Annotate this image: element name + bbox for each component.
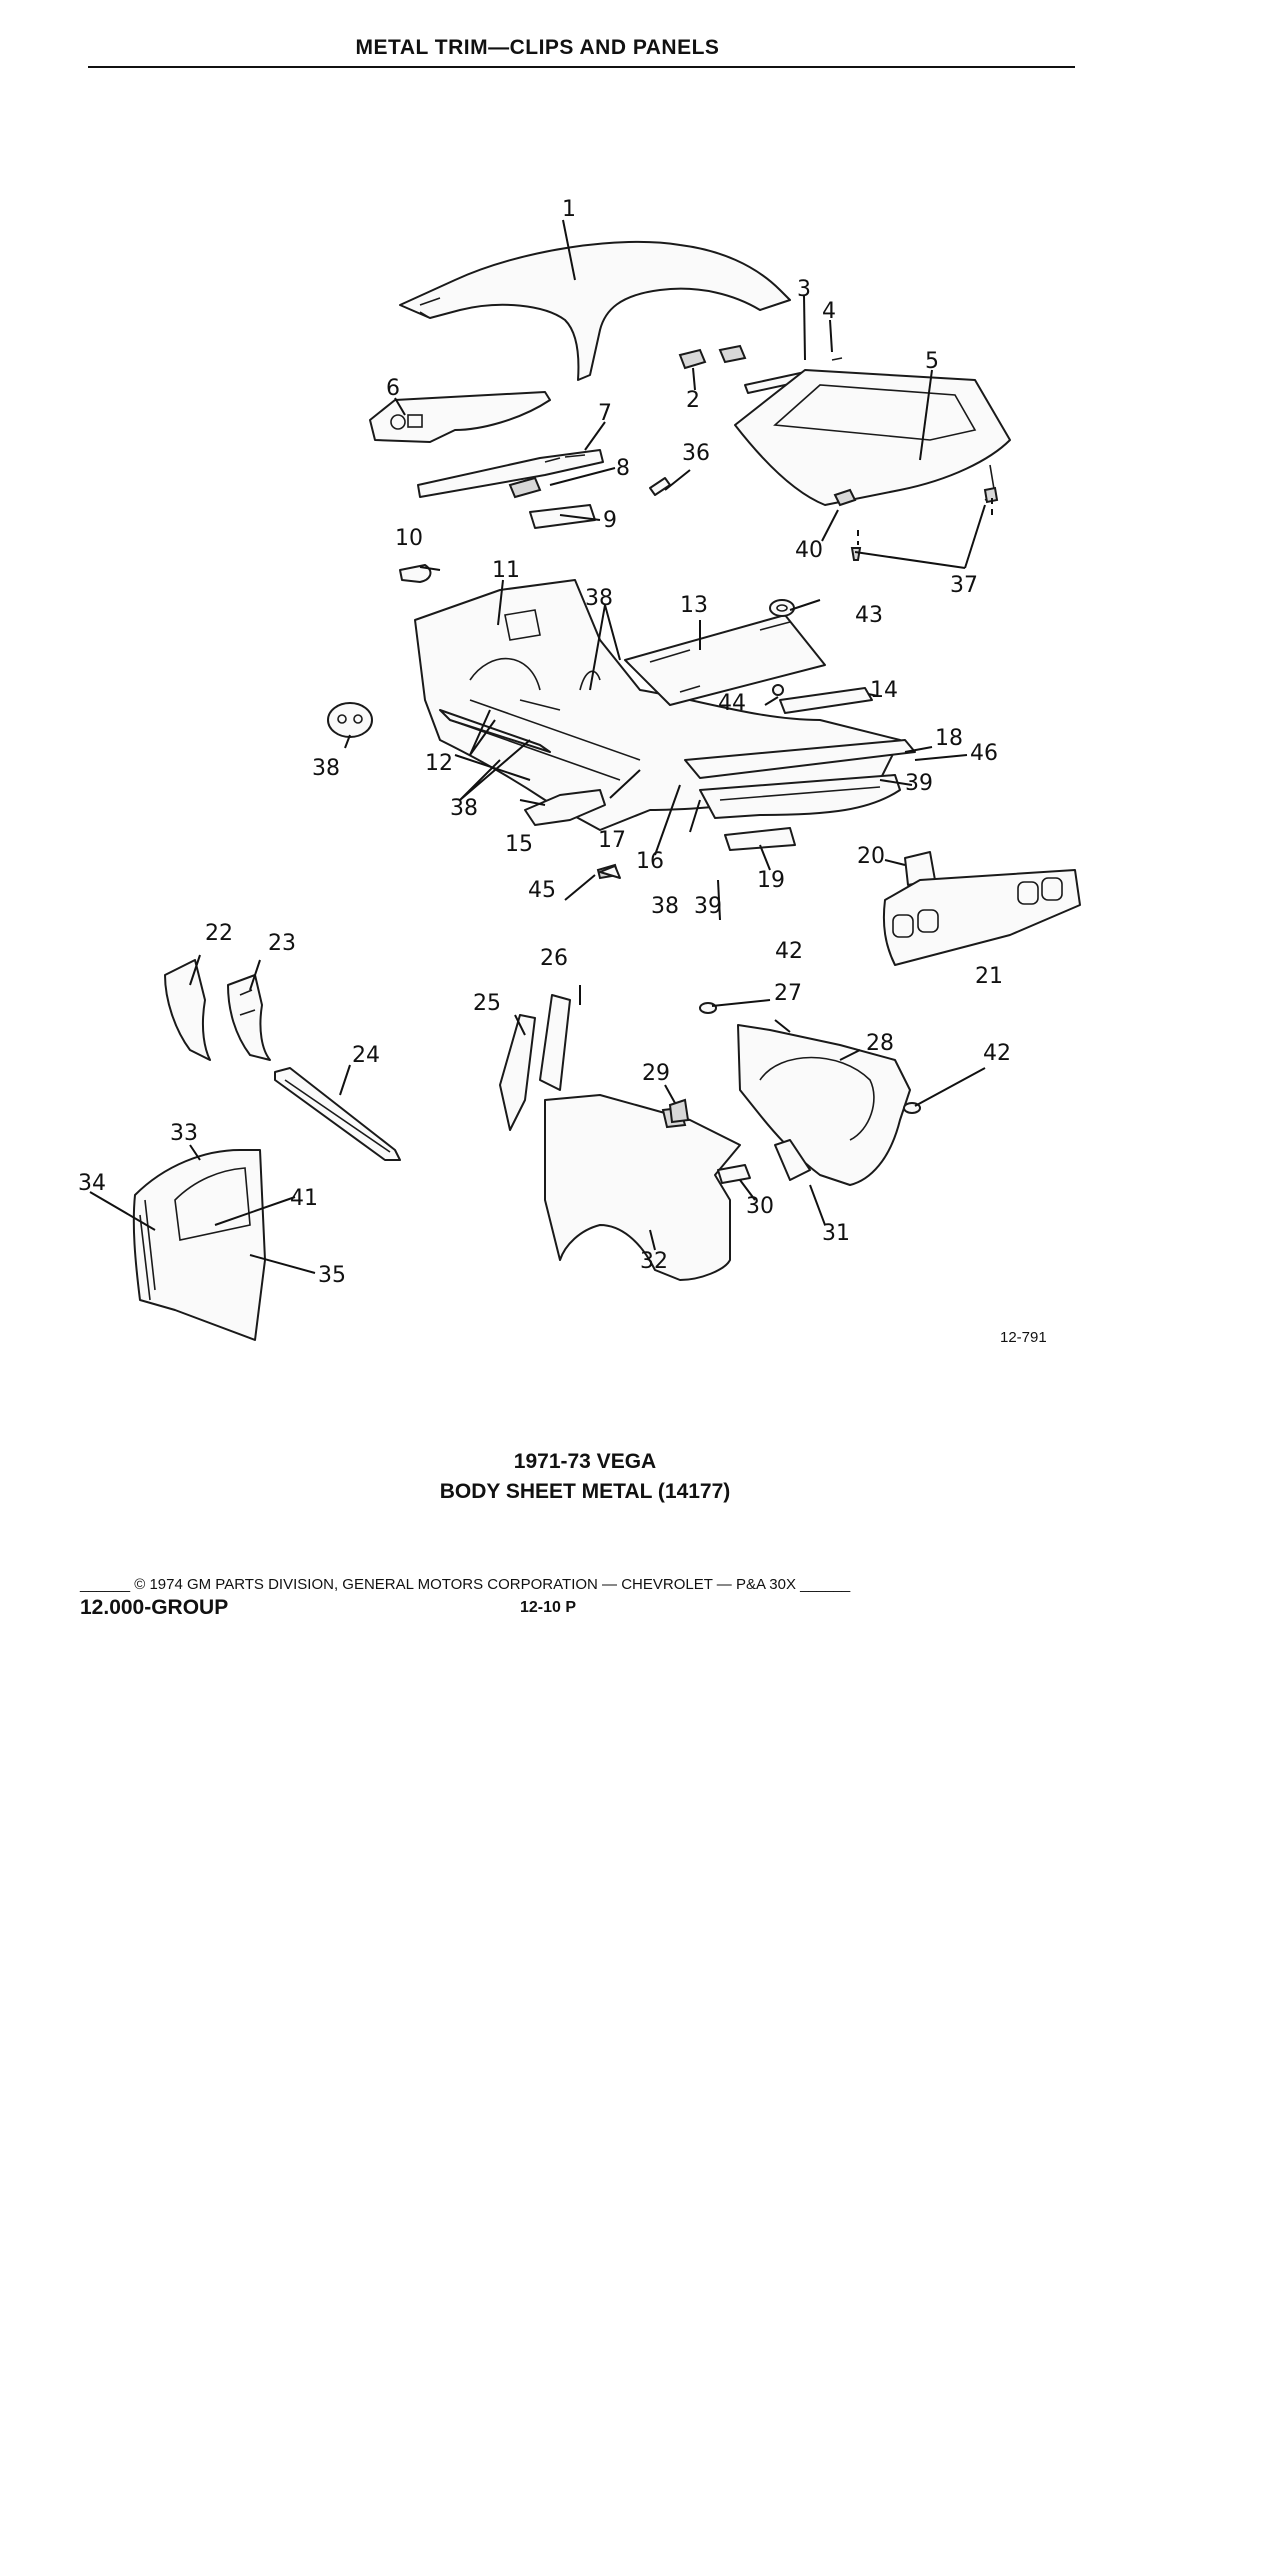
part-a-pillars	[499, 994, 571, 1131]
callout-19: 19	[757, 868, 785, 893]
callout-36: 36	[682, 441, 710, 466]
callout-14: 14	[870, 678, 898, 703]
page-title: METAL TRIM—CLIPS AND PANELS	[355, 36, 720, 59]
part-fender-brackets	[668, 1098, 811, 1184]
callout-38-left: 38	[312, 756, 340, 781]
part-roof-panel	[399, 240, 791, 381]
part-upper-rail	[369, 391, 551, 443]
callout-25: 25	[473, 991, 501, 1016]
callout-2: 2	[686, 388, 700, 413]
part-side-sill	[327, 702, 551, 753]
callout-26: 26	[540, 946, 568, 971]
callout-43: 43	[855, 603, 883, 628]
part-rear-floor-panel	[684, 739, 916, 819]
callout-5: 5	[925, 349, 939, 374]
callout-1: 1	[562, 197, 576, 222]
callout-7: 7	[598, 401, 612, 426]
callout-34: 34	[78, 1171, 106, 1196]
callout-42-top: 42	[775, 939, 803, 964]
callout-37: 37	[950, 573, 978, 598]
callout-30: 30	[746, 1194, 774, 1219]
part-crossmember	[779, 687, 873, 714]
callout-22: 22	[205, 921, 233, 946]
part-brackets	[399, 476, 999, 583]
footer-group: 12.000-GROUP	[80, 1596, 229, 1619]
callout-27: 27	[774, 981, 802, 1006]
callout-15: 15	[505, 832, 533, 857]
callout-13: 13	[680, 593, 708, 618]
callout-39-right: 39	[905, 771, 933, 796]
caption-title: BODY SHEET METAL (14177)	[439, 1480, 731, 1503]
callout-32: 32	[640, 1249, 668, 1274]
callout-38-floor: 38	[450, 796, 478, 821]
callout-20: 20	[857, 844, 885, 869]
part-rear-hatch	[734, 369, 1011, 506]
callout-44: 44	[718, 691, 746, 716]
leader-lines	[89, 219, 993, 1274]
callout-46: 46	[970, 741, 998, 766]
part-rocker-panel	[274, 1067, 401, 1161]
callout-31: 31	[822, 1221, 850, 1246]
part-front-pillars	[164, 959, 271, 1061]
callout-6: 6	[386, 376, 400, 401]
part-floor-plate	[624, 614, 826, 706]
header-rule	[88, 66, 1075, 68]
callout-3: 3	[797, 277, 811, 302]
part-rear-end-panel	[882, 869, 1081, 966]
footer-page-number: 12-10 P	[520, 1599, 577, 1616]
callout-labels: 1 2 3 4 5 6 7 8 9 10 11 12 13 14 15 16 1…	[78, 197, 1011, 1288]
footer-copyright: ______ © 1974 GM PARTS DIVISION, GENERAL…	[80, 1576, 851, 1593]
callout-39-bottom: 39	[694, 894, 722, 919]
callout-33: 33	[170, 1121, 198, 1146]
callout-38-top: 38	[585, 586, 613, 611]
callout-16: 16	[636, 849, 664, 874]
callout-21: 21	[975, 964, 1003, 989]
callout-45: 45	[528, 878, 556, 903]
callout-23: 23	[268, 931, 296, 956]
callout-9: 9	[603, 508, 617, 533]
part-door-assembly	[132, 1149, 266, 1341]
part-inner-fender	[737, 1024, 911, 1186]
callout-35: 35	[318, 1263, 346, 1288]
callout-12: 12	[425, 751, 453, 776]
callout-17: 17	[598, 828, 626, 853]
figure-code: 12-791	[1000, 1329, 1047, 1346]
callout-10: 10	[395, 526, 423, 551]
exploded-parts-diagram: 1 2 3 4 5 6 7 8 9 10 11 12 13 14 15 16 1…	[78, 197, 1081, 1341]
diagram-svg: 1 2 3 4 5 6 7 8 9 10 11 12 13 14 15 16 1…	[78, 197, 1081, 1341]
callout-28: 28	[866, 1031, 894, 1056]
part-side-rail	[417, 449, 604, 498]
callout-29: 29	[642, 1061, 670, 1086]
part-floor-bracket-19	[724, 827, 796, 851]
callout-41: 41	[290, 1186, 318, 1211]
callout-18: 18	[935, 726, 963, 751]
caption-year: 1971-73 VEGA	[513, 1450, 657, 1473]
callout-24: 24	[352, 1043, 380, 1068]
callout-38-rear: 38	[651, 894, 679, 919]
callout-8: 8	[616, 456, 630, 481]
callout-11: 11	[492, 558, 520, 583]
callout-40: 40	[795, 538, 823, 563]
callout-42-right: 42	[983, 1041, 1011, 1066]
callout-4: 4	[822, 299, 836, 324]
